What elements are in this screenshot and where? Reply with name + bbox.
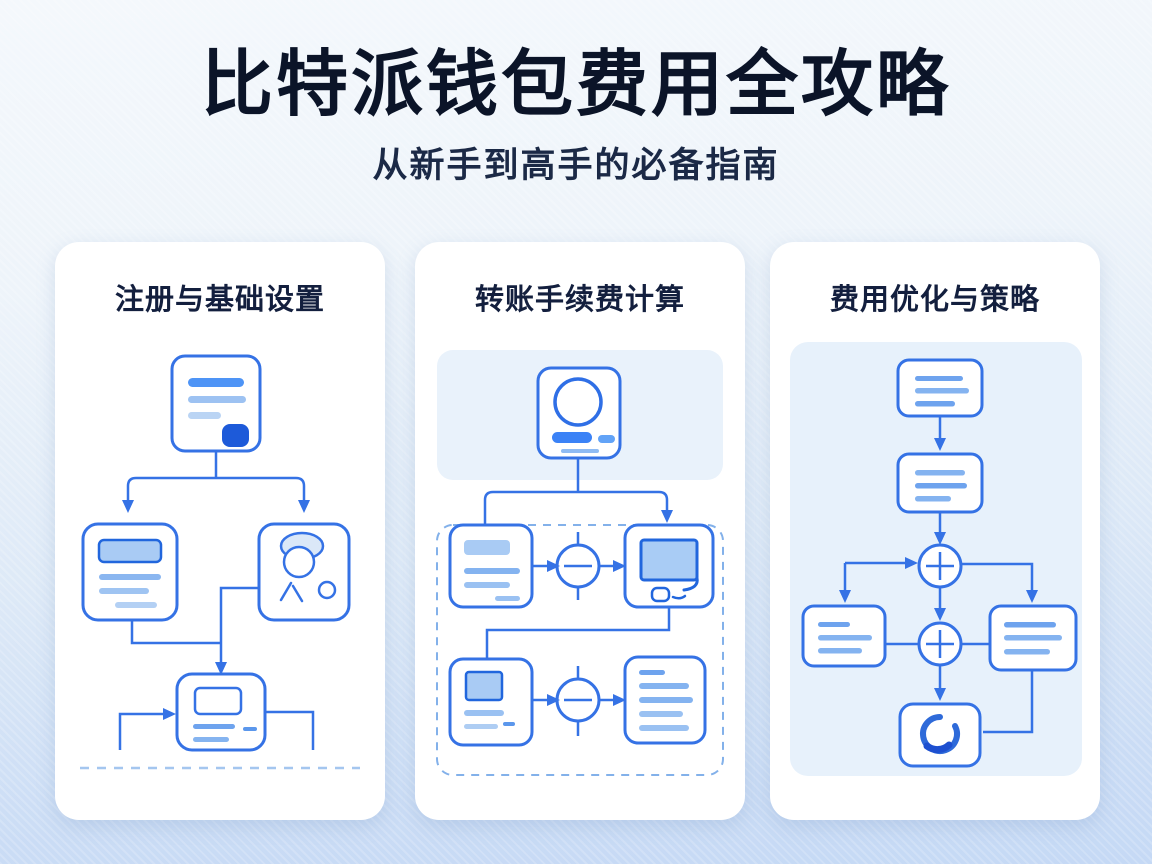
- flow-side-connectors: [118, 708, 315, 750]
- form-icon: [81, 522, 179, 622]
- page-header: 比特派钱包费用全攻略 从新手到高手的必备指南: [0, 0, 1152, 188]
- flow-return-connector: [485, 607, 671, 659]
- branch-connectors: [839, 557, 1038, 621]
- page-subtitle: 从新手到高手的必备指南: [372, 146, 780, 186]
- refresh-icon: [898, 702, 982, 768]
- dashed-group-border: [436, 524, 724, 776]
- plus-node-icon: [555, 532, 601, 600]
- plus-node-icon: [917, 543, 963, 589]
- monitor-icon: [623, 523, 715, 609]
- document-icon: [170, 354, 262, 453]
- fee-flowchart: [436, 350, 724, 776]
- merge-connectors: [885, 642, 1034, 734]
- plus-node-icon: [555, 666, 601, 736]
- card-fee-optimization: 费用优化与策略: [770, 242, 1100, 820]
- note-icon: [988, 604, 1078, 672]
- note-icon: [896, 358, 984, 418]
- confirmation-card-icon: [175, 672, 267, 752]
- note-icon: [801, 604, 887, 668]
- image-document-icon: [448, 657, 534, 747]
- plus-node-icon: [917, 621, 963, 667]
- card-fee-calculation-title: 转账手续费计算: [474, 284, 685, 316]
- registration-flowchart: [80, 354, 360, 770]
- user-avatar-icon: [257, 522, 351, 622]
- flow-split-arrows: [122, 451, 310, 513]
- card-fee-optimization-title: 费用优化与策略: [829, 284, 1040, 316]
- flow-split-arrows: [483, 458, 673, 525]
- card-registration-title: 注册与基础设置: [114, 284, 325, 316]
- page-title: 比特派钱包费用全攻略: [200, 45, 951, 125]
- flow-merge-arrow: [130, 586, 259, 675]
- cards-row: 注册与基础设置: [0, 242, 1152, 822]
- receipt-icon: [623, 655, 707, 745]
- card-registration: 注册与基础设置: [55, 242, 385, 820]
- optimization-flowchart: [790, 342, 1082, 776]
- invoice-icon: [448, 523, 534, 609]
- card-fee-calculation: 转账手续费计算: [415, 242, 745, 820]
- note-icon: [896, 452, 984, 514]
- profile-badge-icon: [536, 366, 622, 460]
